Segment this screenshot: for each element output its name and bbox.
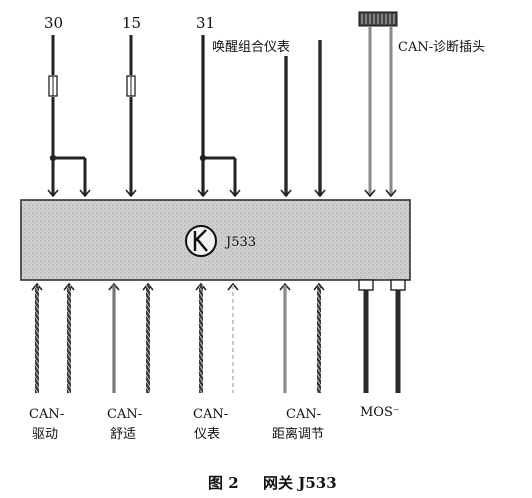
can-distance-label-line1: CAN- (286, 407, 321, 422)
can-diag-label: CAN-诊断插头 (398, 40, 485, 55)
wire-can-drive (31, 282, 75, 393)
can-distance-label-line2: 距离调节 (272, 426, 324, 442)
wire-can-instrument (195, 282, 239, 393)
wire-can-comfort (108, 282, 154, 393)
pin-30-label: 30 (44, 14, 63, 32)
wire-mos (358, 279, 406, 393)
can-diag-connector (358, 11, 398, 198)
can-drive-label-line2: 驱动 (32, 427, 58, 442)
mos-label: MOS⁻ (360, 405, 400, 420)
wire-31 (197, 35, 241, 198)
wire-30 (47, 35, 91, 198)
can-instrument-label-line1: CAN- (193, 407, 228, 422)
pin-15-label: 15 (122, 14, 141, 32)
can-drive-label-line1: CAN- (29, 407, 64, 422)
can-comfort-label-line1: CAN- (107, 407, 142, 422)
figure-caption: 网关 J533 (263, 474, 337, 492)
gateway-logo (185, 225, 217, 257)
module-name: J533 (224, 235, 256, 250)
can-comfort-label-line2: 舒适 (110, 427, 136, 442)
wire-wakeup (280, 40, 326, 198)
wire-can-distance (279, 282, 325, 393)
wakeup-instrument-label: 唤醒组合仪表 (212, 40, 290, 55)
figure-number: 图 2 (208, 474, 239, 492)
wire-15 (125, 35, 137, 198)
pin-31-label: 31 (196, 14, 215, 32)
can-instrument-label-line2: 仪表 (194, 427, 220, 442)
